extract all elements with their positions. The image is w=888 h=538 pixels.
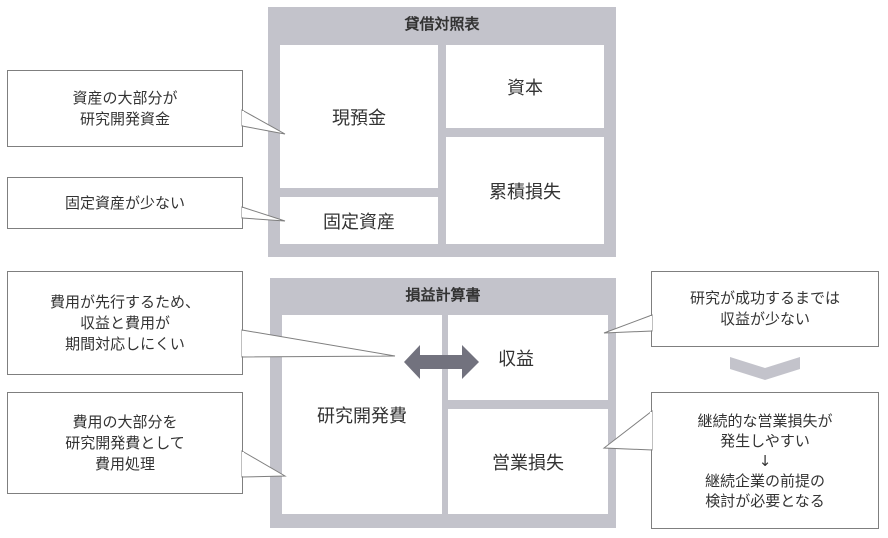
loss-callout-text: 継続的な営業損失が 発生しやすい ↓ 継続企業の前提の 検討が必要となる — [697, 411, 833, 510]
fixed-assets-label: 固定資産 — [323, 211, 395, 233]
matching-callout-text: 費用が先行するため、 収益と費用が 期間対応しにくい — [49, 292, 200, 353]
chevron-down-icon — [730, 357, 800, 380]
revenue-label: 収益 — [498, 348, 534, 370]
cash-callout: 資産の大部分が 研究開発資金 — [7, 70, 243, 147]
fixed-assets-cell: 固定資産 — [280, 197, 438, 244]
balance-sheet-title: 貸借対照表 — [404, 15, 480, 33]
operating-loss-label: 営業損失 — [492, 452, 564, 474]
revenue-cell: 収益 — [448, 315, 608, 400]
accumulated-deficit-cell: 累積損失 — [446, 137, 604, 244]
income-statement-title: 損益計算書 — [405, 286, 481, 304]
cash-label: 現預金 — [332, 107, 386, 129]
rd-callout-text: 費用の大部分を 研究開発費として 費用処理 — [65, 412, 185, 473]
rd-expense-label: 研究開発費 — [317, 405, 407, 427]
loss-callout: 継続的な営業損失が 発生しやすい ↓ 継続企業の前提の 検討が必要となる — [651, 392, 879, 529]
rd-callout: 費用の大部分を 研究開発費として 費用処理 — [7, 392, 243, 494]
capital-label: 資本 — [507, 77, 543, 99]
income-statement-panel: 損益計算書 研究開発費 収益 営業損失 — [270, 278, 616, 528]
balance-sheet-panel: 貸借対照表 現預金 固定資産 資本 累積損失 — [268, 7, 616, 257]
accumulated-deficit-label: 累積損失 — [489, 181, 561, 203]
cash-callout-text: 資産の大部分が 研究開発資金 — [72, 88, 178, 128]
revenue-callout-text: 研究が成功するまでは 収益が少ない — [689, 289, 840, 328]
revenue-callout: 研究が成功するまでは 収益が少ない — [651, 271, 879, 347]
capital-cell: 資本 — [446, 45, 604, 128]
operating-loss-cell: 営業損失 — [448, 409, 608, 514]
matching-callout: 費用が先行するため、 収益と費用が 期間対応しにくい — [7, 271, 243, 375]
cash-cell: 現預金 — [280, 45, 438, 188]
fixed-assets-callout: 固定資産が少ない — [7, 177, 243, 229]
rd-expense-cell: 研究開発費 — [282, 315, 442, 514]
fixed-assets-callout-text: 固定資産が少ない — [64, 193, 185, 212]
